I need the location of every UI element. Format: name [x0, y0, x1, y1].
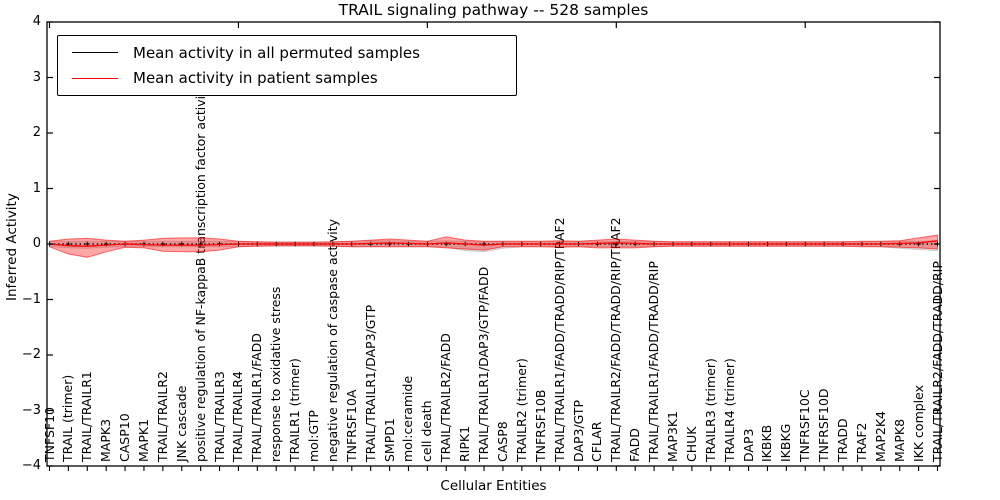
x-tick-label: FADD: [627, 428, 643, 462]
x-tick-label: TRAILR2 (trimer): [513, 358, 529, 462]
x-tick-label: TRAIL/TRAILR1: [79, 371, 95, 462]
x-tick-label: TRAIL/TRAILR3: [211, 371, 227, 462]
x-tick-label: TRAIL/TRAILR1/FADD: [249, 333, 265, 462]
y-axis-label: Inferred Activity: [4, 193, 20, 301]
x-tick-label: TRAIL/TRAILR2/FADD/TRADD/RIP: [929, 261, 945, 462]
x-tick-label: TRAIL/TRAILR2/FADD/TRADD/RIP/TRAF2: [608, 217, 624, 462]
x-tick-label: TRAIL/TRAILR2: [154, 371, 170, 462]
y-tick-label: 1: [32, 180, 41, 196]
x-tick-label: CASP10: [117, 413, 133, 462]
x-axis-label: Cellular Entities: [440, 478, 547, 494]
x-tick-label: CASP8: [494, 421, 510, 462]
x-tick-label: TRAIL/TRAILR1/DAP3/GTP: [362, 304, 378, 462]
x-tick-label: IKBKB: [759, 424, 775, 462]
x-tick-label: MAP3K1: [664, 411, 680, 462]
legend: Mean activity in all permuted samples Me…: [57, 35, 517, 96]
y-tick-label: −2: [21, 347, 41, 362]
x-tick-label: TRAIL/TRAILR2/FADD: [438, 333, 454, 462]
x-tick-label: TNFSF10: [41, 407, 57, 462]
y-tick-label: 0: [32, 236, 41, 251]
legend-label-permuted: Mean activity in all permuted samples: [133, 43, 420, 62]
y-tick-label: 3: [32, 69, 41, 85]
patient-line-swatch-icon: [72, 77, 118, 79]
x-tick-label: JNK cascade: [173, 385, 189, 462]
x-tick-label: response to oxidative stress: [268, 286, 284, 462]
x-tick-label: IKBKG: [778, 423, 794, 462]
x-tick-label: positive regulation of NF-kappaB transcr…: [192, 83, 208, 462]
y-tick-label: 2: [32, 125, 41, 140]
y-tick-label: 4: [32, 14, 41, 29]
legend-label-patient: Mean activity in patient samples: [133, 69, 378, 88]
x-tick-label: MAP2K4: [872, 411, 888, 462]
x-tick-label: MAPK3: [98, 418, 114, 462]
x-tick-label: mol:GTP: [306, 410, 321, 462]
x-tick-label: TRAF2: [853, 422, 869, 462]
x-tick-label: TNFRSF10A: [343, 389, 359, 462]
x-tick-label: DAP3: [740, 428, 756, 462]
legend-item-patient: Mean activity in patient samples: [58, 69, 516, 87]
x-tick-label: SMPD1: [381, 418, 397, 462]
y-tick-label: −3: [21, 402, 41, 418]
legend-item-permuted: Mean activity in all permuted samples: [58, 44, 516, 62]
x-tick-label: negative regulation of caspase activity: [324, 218, 340, 462]
x-tick-label: TRAILR3 (trimer): [702, 358, 718, 462]
x-tick-label: TRADD: [835, 418, 851, 462]
permuted-line-swatch-icon: [72, 52, 118, 54]
x-tick-label: CFLAR: [589, 421, 605, 462]
x-tick-label: MAPK1: [135, 418, 151, 462]
x-tick-label: TRAIL/TRAILR1/DAP3/GTP/FADD: [476, 266, 492, 462]
x-tick-label: CHUK: [683, 426, 699, 462]
x-tick-label: TRAIL/TRAILR1/FADD/TRADD/RIP: [646, 261, 662, 462]
x-tick-label: TNFRSF10D: [816, 388, 832, 462]
x-tick-label: IKK complex: [910, 384, 926, 462]
x-tick-label: TRAIL/TRAILR4: [230, 371, 246, 462]
x-tick-label: RIPK1: [457, 425, 473, 462]
y-tick-label: −1: [21, 291, 41, 307]
x-tick-label: MAPK8: [891, 418, 907, 462]
x-tick-label: cell death: [419, 400, 435, 462]
x-tick-label: TNFRSF10B: [532, 389, 548, 462]
x-tick-label: TRAILR1 (trimer): [287, 358, 303, 462]
x-tick-label: TNFRSF10C: [797, 389, 813, 462]
x-tick-label: TRAILR4 (trimer): [721, 358, 737, 462]
x-tick-label: TRAIL/TRAILR1/FADD/TRADD/RIP/TRAF2: [551, 217, 567, 462]
y-tick-label: −4: [21, 458, 41, 473]
x-tick-label: TRAIL (trimer): [60, 374, 76, 462]
chart-title: TRAIL signaling pathway -- 528 samples: [338, 1, 649, 19]
x-tick-label: DAP3/GTP: [570, 399, 586, 462]
x-tick-label: mol:ceramide: [400, 375, 416, 462]
